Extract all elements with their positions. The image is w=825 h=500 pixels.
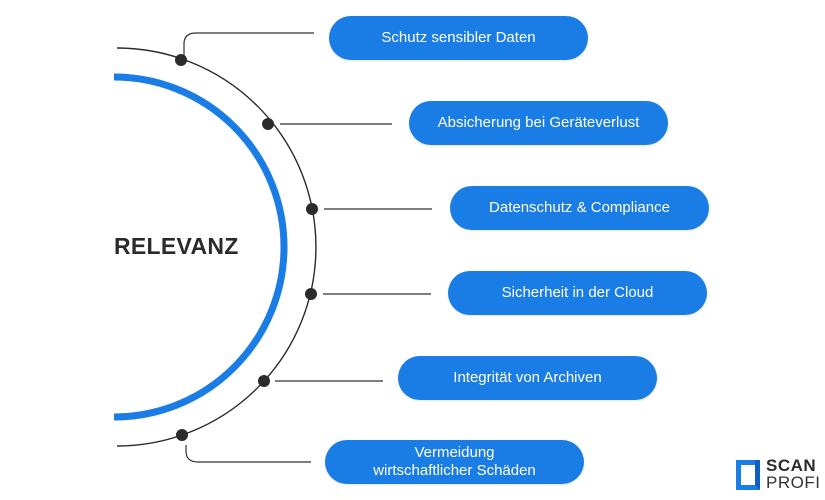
item-label-3: Datenschutz & Compliance bbox=[489, 199, 670, 216]
item-label-6-line2: wirtschaftlicher Schäden bbox=[373, 462, 536, 479]
item-pill-2[interactable]: Absicherung bei Geräteverlust bbox=[409, 101, 668, 145]
item-label-2: Absicherung bei Geräteverlust bbox=[437, 114, 640, 131]
item-pill-5[interactable]: Integrität von Archiven bbox=[398, 356, 657, 400]
item-label-4: Sicherheit in der Cloud bbox=[501, 284, 654, 301]
timeline-dot-3 bbox=[306, 203, 318, 215]
item-pill-3[interactable]: Datenschutz & Compliance bbox=[450, 186, 709, 230]
inner-accent-arc bbox=[113, 73, 288, 421]
item-pill-6[interactable]: Vermeidung wirtschaftlicher Schäden bbox=[325, 440, 584, 484]
outer-timeline-arc bbox=[116, 47, 317, 447]
item-label-5: Integrität von Archiven bbox=[453, 369, 602, 386]
connector-6 bbox=[185, 445, 311, 463]
timeline-dot-6 bbox=[176, 429, 188, 441]
connector-1 bbox=[183, 32, 314, 56]
timeline-dot-1 bbox=[175, 54, 187, 66]
timeline-dot-4 bbox=[305, 288, 317, 300]
logo-mark-icon bbox=[736, 460, 760, 490]
item-pill-4[interactable]: Sicherheit in der Cloud bbox=[448, 271, 707, 315]
logo-text-line2: PROFI bbox=[766, 473, 821, 492]
center-label: RELEVANZ bbox=[114, 233, 239, 259]
item-pill-1[interactable]: Schutz sensibler Daten bbox=[329, 16, 588, 60]
scanprofi-logo: SCAN PROFI bbox=[735, 457, 825, 493]
item-label-6-line1: Vermeidung bbox=[414, 444, 495, 461]
timeline-dot-5 bbox=[258, 375, 270, 387]
timeline-dot-2 bbox=[262, 118, 274, 130]
logo-text-line1: SCAN bbox=[766, 456, 817, 475]
item-label-1: Schutz sensibler Daten bbox=[381, 29, 536, 46]
